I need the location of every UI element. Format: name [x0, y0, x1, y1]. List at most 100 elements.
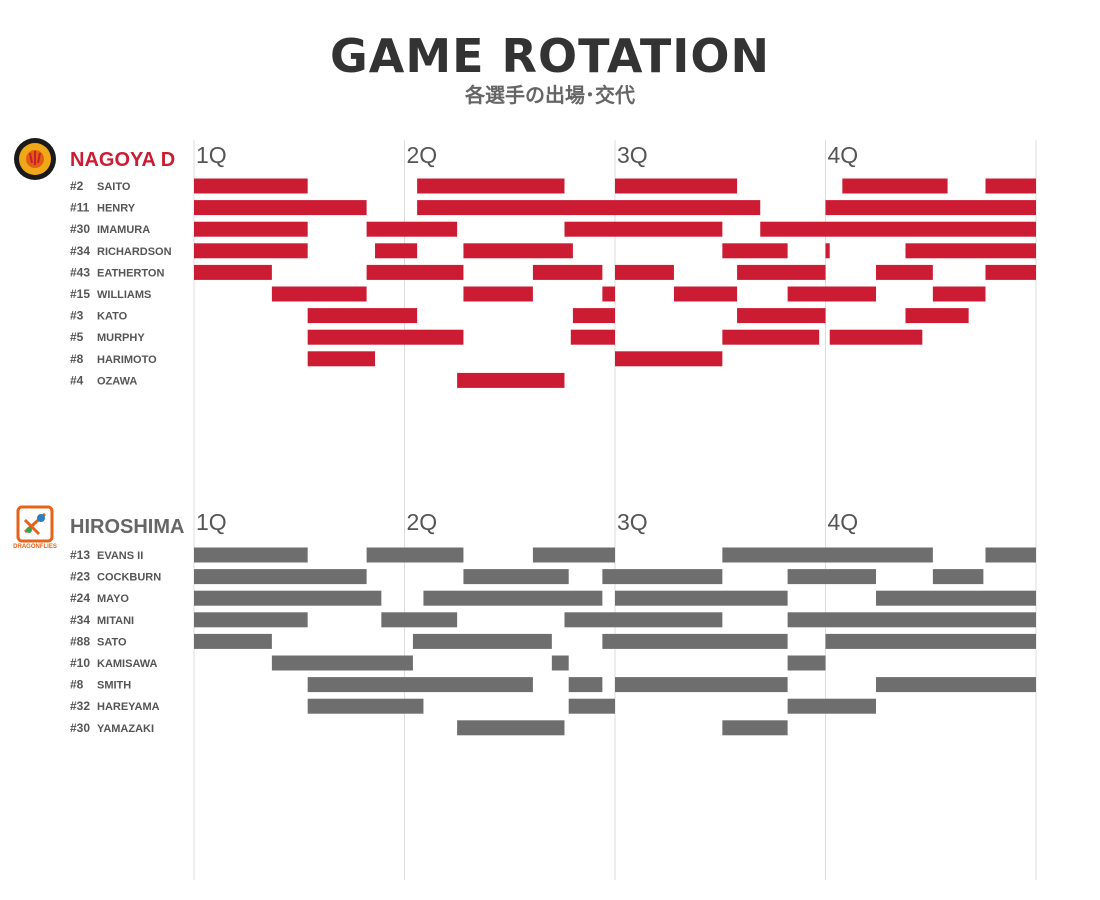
stint-bar [194, 633, 272, 649]
stint-bar [842, 178, 948, 194]
player-number: #23 [70, 570, 90, 584]
stint-bar [615, 264, 674, 280]
player-name: KATO [97, 311, 128, 323]
stint-bar [876, 264, 933, 280]
player-number: #3 [70, 309, 84, 323]
stint-bar [366, 264, 464, 280]
stint-bar [737, 264, 826, 280]
stint-bar [985, 547, 1036, 563]
stint-bar [615, 351, 723, 367]
stint-bar [381, 612, 458, 628]
team-name: HIROSHIMA [70, 516, 184, 538]
player-row: #24 MAYO [70, 590, 1036, 606]
player-name: RICHARDSON [97, 246, 172, 258]
player-name: OZAWA [97, 375, 137, 387]
stint-bar [722, 329, 820, 345]
player-row: #15 WILLIAMS [70, 286, 986, 302]
stint-bar [457, 372, 565, 388]
stint-bar [463, 286, 533, 302]
stint-bar [307, 329, 464, 345]
stint-bar [787, 286, 877, 302]
quarter-label: 4Q [828, 142, 859, 168]
stint-bar [307, 351, 376, 367]
stint-bar [463, 243, 573, 259]
player-number: #13 [70, 548, 90, 562]
stint-bar [568, 677, 603, 693]
player-number: #15 [70, 287, 90, 301]
player-number: #5 [70, 330, 84, 344]
stint-bar [673, 286, 738, 302]
player-name: KAMISAWA [97, 658, 158, 670]
stint-bar [551, 655, 569, 671]
quarter-label: 2Q [407, 509, 438, 535]
stint-bar [194, 200, 367, 216]
hiroshima-logo-icon: DRAGONFLIES [13, 505, 57, 550]
stint-bar [876, 590, 1036, 606]
stint-bar [602, 633, 788, 649]
player-name: EATHERTON [97, 267, 164, 279]
stint-bar [825, 200, 1036, 216]
stint-bar [787, 569, 877, 585]
stint-bar [194, 569, 367, 585]
stint-bar [572, 308, 615, 324]
player-name: WILLIAMS [97, 289, 151, 301]
stint-bar [194, 264, 272, 280]
stint-bar [375, 243, 418, 259]
player-name: EVANS II [97, 550, 143, 562]
stint-bar [985, 264, 1036, 280]
player-name: HAREYAMA [97, 701, 160, 713]
player-row: #4 OZAWA [70, 372, 565, 388]
stint-bar [876, 677, 1036, 693]
quarter-label: 1Q [196, 509, 227, 535]
stint-bar [194, 178, 308, 194]
quarter-label: 3Q [617, 142, 648, 168]
player-name: MAYO [97, 593, 129, 605]
stint-bar [194, 590, 382, 606]
stint-bar [737, 308, 826, 324]
player-number: #24 [70, 591, 90, 605]
player-number: #34 [70, 613, 90, 627]
player-number: #32 [70, 699, 90, 713]
logo-text: DRAGONFLIES [13, 544, 57, 550]
stint-bar [423, 590, 603, 606]
player-row: #10 KAMISAWA [70, 655, 826, 671]
stint-bar [932, 286, 986, 302]
stint-bar [615, 178, 738, 194]
stint-bar [194, 612, 308, 628]
quarter-label: 4Q [828, 509, 859, 535]
stint-bar [829, 329, 923, 345]
stint-bar [825, 633, 1036, 649]
stint-bar [532, 547, 615, 563]
player-row: #5 MURPHY [70, 329, 923, 345]
stint-bar [615, 590, 788, 606]
player-number: #10 [70, 656, 90, 670]
player-number: #30 [70, 222, 90, 236]
stint-bar [905, 243, 1036, 259]
player-name: MURPHY [97, 332, 145, 344]
stint-bar [194, 547, 308, 563]
stint-bar [787, 698, 877, 714]
player-row: #32 HAREYAMA [70, 698, 877, 714]
stint-bar [564, 221, 723, 237]
stint-bar [271, 655, 413, 671]
quarter-label: 2Q [407, 142, 438, 168]
stint-bar [787, 655, 826, 671]
stint-bar [463, 569, 569, 585]
stint-bar [787, 612, 1036, 628]
stint-bar [905, 308, 969, 324]
player-number: #4 [70, 373, 84, 387]
player-name: COCKBURN [97, 572, 161, 584]
player-number: #30 [70, 721, 90, 735]
stint-bar [366, 547, 464, 563]
player-row: #23 COCKBURN [70, 569, 984, 585]
